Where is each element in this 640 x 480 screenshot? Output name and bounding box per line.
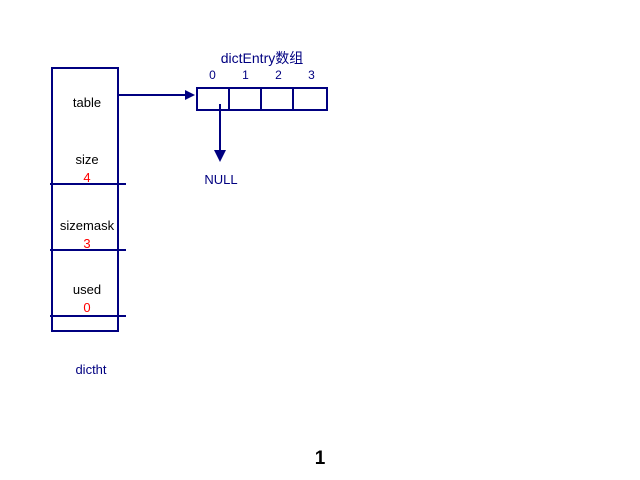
struct-field-table-label: table [72,94,102,110]
struct-field-table: table [53,69,121,135]
arrow-right-icon [119,90,195,100]
struct-field-used-value: 0 [83,300,91,315]
array-index-0: 0 [209,68,216,82]
dictht-caption: dictht [75,362,107,377]
struct-field-size: size 4 [53,135,121,201]
struct-field-used-label: used [72,282,102,297]
struct-field-size-label: size [75,151,99,167]
array-cell-0 [198,89,231,109]
array-index-3: 3 [308,68,315,82]
dictentry-array-box [196,87,328,111]
struct-field-sizemask: sizemask 3 [53,201,121,267]
array-index-row: 0 1 2 3 [196,68,328,82]
null-label: NULL [204,172,238,187]
array-cell-3 [294,89,326,109]
array-cell-1 [230,89,263,109]
struct-field-size-value: 4 [83,169,91,185]
array-index-1: 1 [242,68,249,82]
array-index-2: 2 [275,68,282,82]
struct-divider-2 [50,249,126,251]
struct-divider-3 [50,315,126,317]
struct-field-sizemask-label: sizemask [59,217,115,233]
array-title: dictEntry数组 [220,50,304,66]
struct-field-sizemask-value: 3 [83,235,91,251]
dictht-struct-box: table size 4 sizemask 3 used 0 [50,67,126,332]
array-cell-2 [262,89,295,109]
struct-divider-1 [50,183,126,185]
struct-field-used: used 0 [53,267,121,330]
arrow-down-icon [214,104,226,162]
page-number: 1 [314,448,326,469]
